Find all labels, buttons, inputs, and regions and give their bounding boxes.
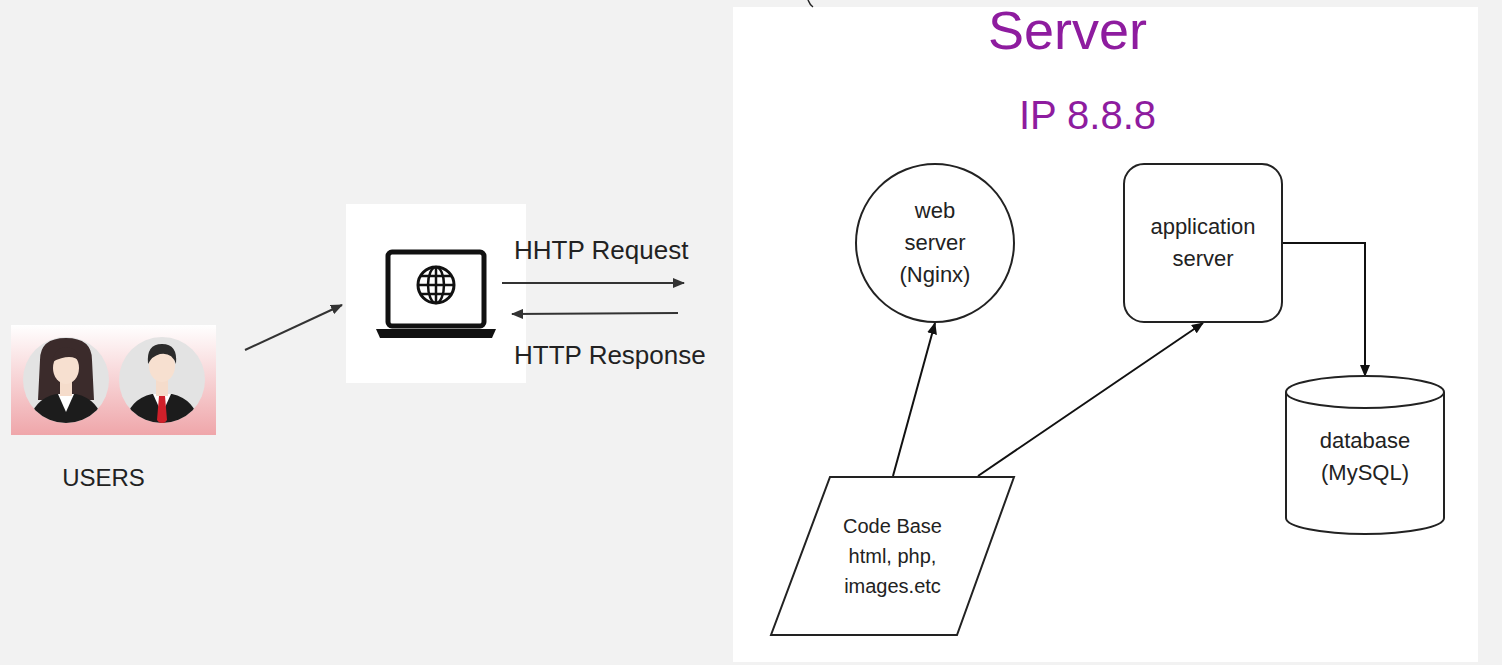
database-cylinder-outline — [1285, 376, 1445, 534]
arrow-label: HTTP Response — [514, 339, 706, 371]
request-arrow — [502, 282, 684, 284]
line-fragment — [808, 0, 813, 7]
node-label: USERS — [1, 464, 206, 492]
node-label: Server — [695, 0, 1440, 61]
node-label: web server (Nginx) — [885, 195, 985, 291]
node-sublabel: IP 8.8.8 — [715, 91, 1460, 139]
users-picture — [11, 325, 216, 435]
browser-panel — [346, 204, 526, 383]
node-label: Code Base html, php, images.etc — [838, 511, 948, 601]
response-arrow — [512, 313, 678, 314]
users-arrow — [245, 305, 342, 350]
connector-arrow — [893, 323, 935, 476]
man-avatar — [119, 337, 205, 430]
application-server-box-outline — [1123, 163, 1283, 323]
laptop-icon — [376, 252, 496, 338]
web-server-circle: web server (Nginx) — [855, 163, 1015, 323]
node-label: application server — [1138, 211, 1268, 275]
users-group: USERS — [11, 325, 216, 435]
woman-avatar — [23, 337, 109, 430]
application-server-box: application server — [1123, 163, 1283, 323]
arrow-label: HHTP Request — [514, 234, 688, 266]
database-cylinder: database (MySQL) — [1285, 376, 1445, 534]
node-label: database (MySQL) — [1305, 425, 1425, 489]
code-base-parallelogram: Code Base html, php, images.etc — [770, 476, 1015, 636]
connector-arrow — [1283, 243, 1365, 376]
connector-arrow — [978, 323, 1203, 476]
server-box: ServerIP 8.8.8web server (Nginx)applicat… — [733, 7, 1478, 662]
